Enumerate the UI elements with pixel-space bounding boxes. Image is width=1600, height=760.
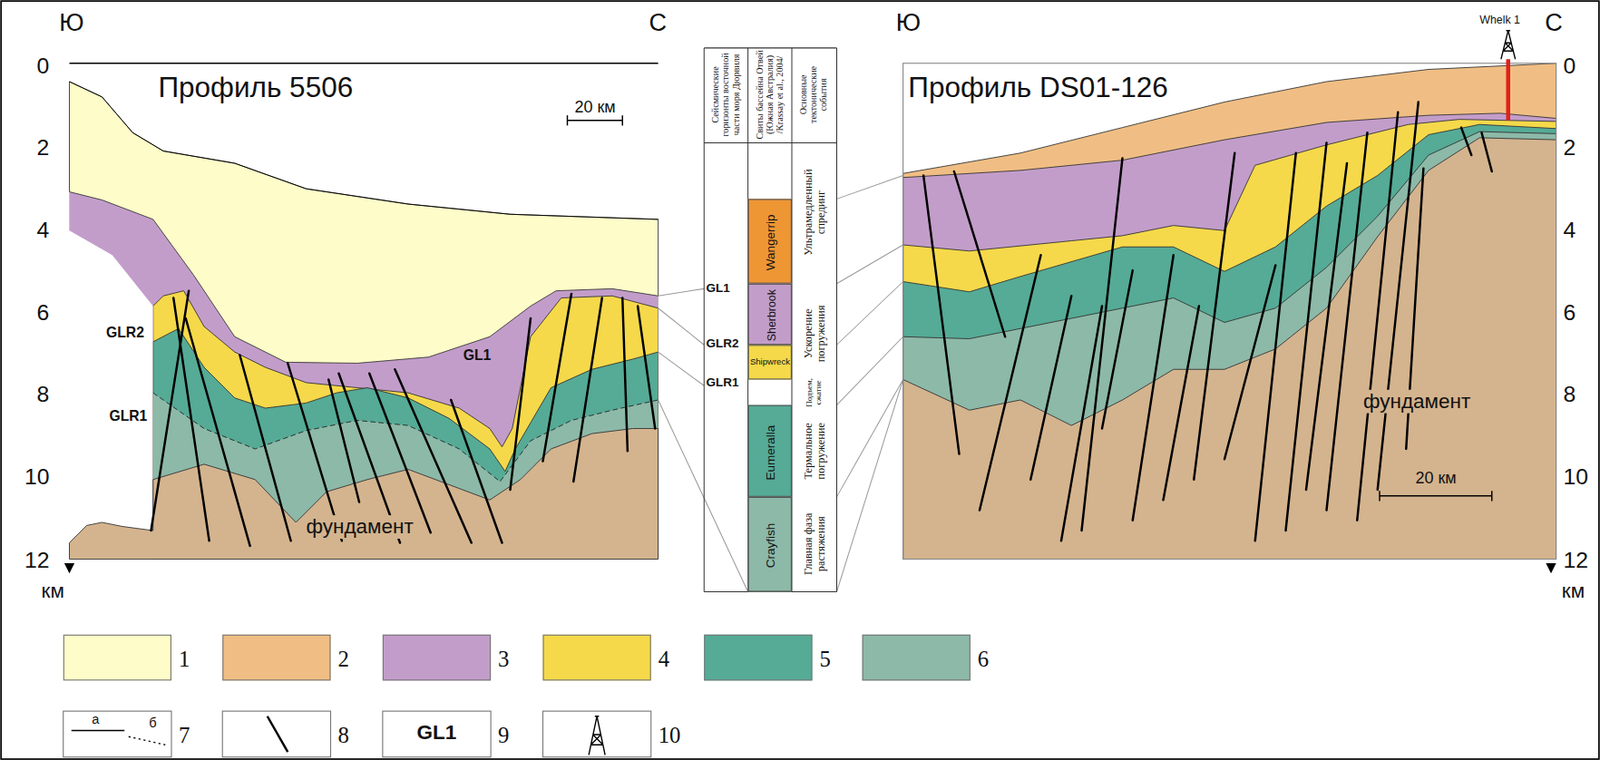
direction-label: Ю <box>896 8 921 37</box>
depth-tick: 12 <box>24 546 50 573</box>
depth-tick: 2 <box>37 135 50 161</box>
profile-title: Профиль 5506 <box>157 71 353 105</box>
depth-tick: 6 <box>1563 299 1577 325</box>
basement-label: фундамент <box>1361 390 1474 414</box>
axis-unit: км <box>41 579 65 604</box>
depth-tick: 10 <box>1563 464 1590 490</box>
depth-tick: 0 <box>37 52 50 79</box>
column-header: Свиты бассейна Отвей (Южная Австралия) /… <box>754 49 785 140</box>
legend-sample-text: GL1 <box>417 720 458 744</box>
legend-number: 8 <box>337 721 349 748</box>
legend-swatch <box>382 634 491 682</box>
formation-box: Sherbrook <box>748 283 792 346</box>
depth-tick: 6 <box>37 299 50 325</box>
horizon-label: GLR1 <box>706 376 740 391</box>
legend-swatch <box>862 634 971 682</box>
legend-number: 1 <box>178 645 190 672</box>
legend-number: 2 <box>337 645 349 672</box>
horizon-label: GL1 <box>706 282 731 297</box>
depth-tick: 12 <box>1563 546 1590 573</box>
direction-label: С <box>649 8 668 37</box>
direction-label: С <box>1544 8 1563 37</box>
formation-box: Wangerrip <box>748 198 792 283</box>
depth-tick: 8 <box>1563 381 1577 408</box>
axis-unit: км <box>1561 579 1585 604</box>
legend-number: 3 <box>497 645 509 672</box>
legend-number: 5 <box>819 645 830 672</box>
direction-label: Ю <box>58 8 84 37</box>
formation-box: Eumeralla <box>748 405 792 498</box>
legend-number: 6 <box>977 645 989 672</box>
horizon-label: GL1 <box>461 347 494 364</box>
formation-name: Shipwreck <box>750 357 791 368</box>
profile-title: Профиль DS01-126 <box>907 71 1169 105</box>
legend-number: 4 <box>658 645 670 672</box>
formation-name: Eumeralla <box>764 408 779 497</box>
formation-box: Crayfish <box>748 497 792 593</box>
depth-tick: 10 <box>24 464 50 490</box>
depth-tick: 0 <box>1563 52 1577 79</box>
scale-label: 20 км <box>1413 469 1459 489</box>
depth-tick: 4 <box>1563 217 1577 244</box>
scale-label: 20 км <box>574 97 615 118</box>
column-header: Основные тектонические события <box>799 49 830 140</box>
tectonic-event: Главная фаза растяжения <box>801 497 827 590</box>
horizon-label: GLR1 <box>108 407 147 424</box>
basement-label: фундамент <box>303 515 416 539</box>
legend-swatch <box>703 634 812 682</box>
depth-tick: 2 <box>1563 135 1577 161</box>
formation-name: Wangerrip <box>764 202 779 283</box>
horizon-label: GLR2 <box>106 324 145 342</box>
legend-swatch <box>222 634 331 682</box>
legend-swatch <box>543 634 652 682</box>
formation-name: Crayfish <box>764 499 779 591</box>
legend-sublabel: б <box>148 716 157 732</box>
tectonic-event: Термальное погружение <box>801 407 827 496</box>
depth-tick: 8 <box>37 381 50 408</box>
depth-tick: 4 <box>37 217 50 244</box>
legend-sublabel: а <box>91 712 99 728</box>
formation-box: Shipwreck <box>748 344 792 380</box>
legend-number: 9 <box>497 721 509 748</box>
tectonic-event: Ускорение погружения <box>801 286 827 381</box>
legend-swatch <box>63 634 172 682</box>
column-header: Сейсмические горизонты восточной части м… <box>711 49 742 140</box>
formation-name: Sherbrook <box>764 286 778 344</box>
legend-number: 10 <box>658 721 682 748</box>
tectonic-event: Подъем, сжатие <box>805 374 824 412</box>
horizon-label: GLR2 <box>706 336 740 352</box>
legend-number: 7 <box>178 721 190 748</box>
well-name: Whelk 1 <box>1479 13 1521 27</box>
tectonic-event: Ультрамедленный спрединг <box>801 146 827 279</box>
